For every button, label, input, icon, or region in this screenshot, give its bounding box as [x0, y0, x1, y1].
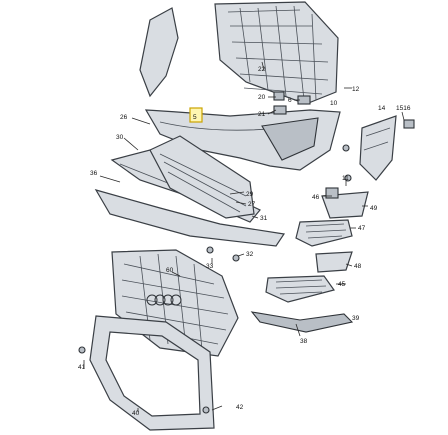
leader-lines	[83, 61, 405, 412]
label-40: 40	[132, 410, 140, 417]
chrome-strip	[250, 311, 354, 333]
grille-frame	[89, 315, 215, 431]
label-41: 41	[78, 364, 86, 371]
label-31: 31	[260, 215, 268, 222]
label-14: 14	[378, 105, 386, 112]
label-49: 49	[370, 205, 378, 212]
underbody-tray	[94, 189, 286, 247]
label-29: 29	[246, 191, 254, 198]
upper-carrier-frame	[214, 1, 339, 105]
label-27: 27	[248, 201, 256, 208]
label-12: 12	[352, 86, 360, 93]
fog-surround	[265, 275, 335, 303]
label-33: 33	[206, 263, 214, 270]
label-10: 10	[330, 100, 338, 107]
label-26: 26	[120, 114, 128, 121]
label-39: 39	[352, 315, 360, 322]
label-21: 21	[258, 111, 266, 118]
label-22: 22	[258, 66, 266, 73]
fastener-clips	[78, 91, 415, 414]
label-11: 11	[342, 175, 349, 182]
bumper-cover	[144, 109, 341, 171]
label-48: 48	[354, 263, 362, 270]
label-46-top: 46	[312, 194, 320, 201]
label-38: 38	[300, 338, 308, 345]
highlight-label: 5	[193, 114, 197, 121]
label-15-16: 1516	[396, 105, 411, 112]
label-42: 42	[236, 404, 244, 411]
right-trim-lower	[315, 251, 353, 273]
left-side-bracket	[139, 7, 179, 98]
right-trim-mid	[295, 219, 353, 247]
lower-grille-insert	[149, 135, 255, 219]
label-20: 20	[258, 94, 266, 101]
label-36: 36	[90, 170, 98, 177]
label-47: 47	[358, 225, 366, 232]
right-bracket	[359, 115, 397, 181]
label-32: 32	[246, 251, 254, 258]
label-60: 60	[166, 267, 174, 274]
label-45: 45	[338, 281, 346, 288]
label-6: 6	[288, 97, 292, 104]
highlight-box	[189, 107, 203, 123]
label-30: 30	[116, 134, 124, 141]
